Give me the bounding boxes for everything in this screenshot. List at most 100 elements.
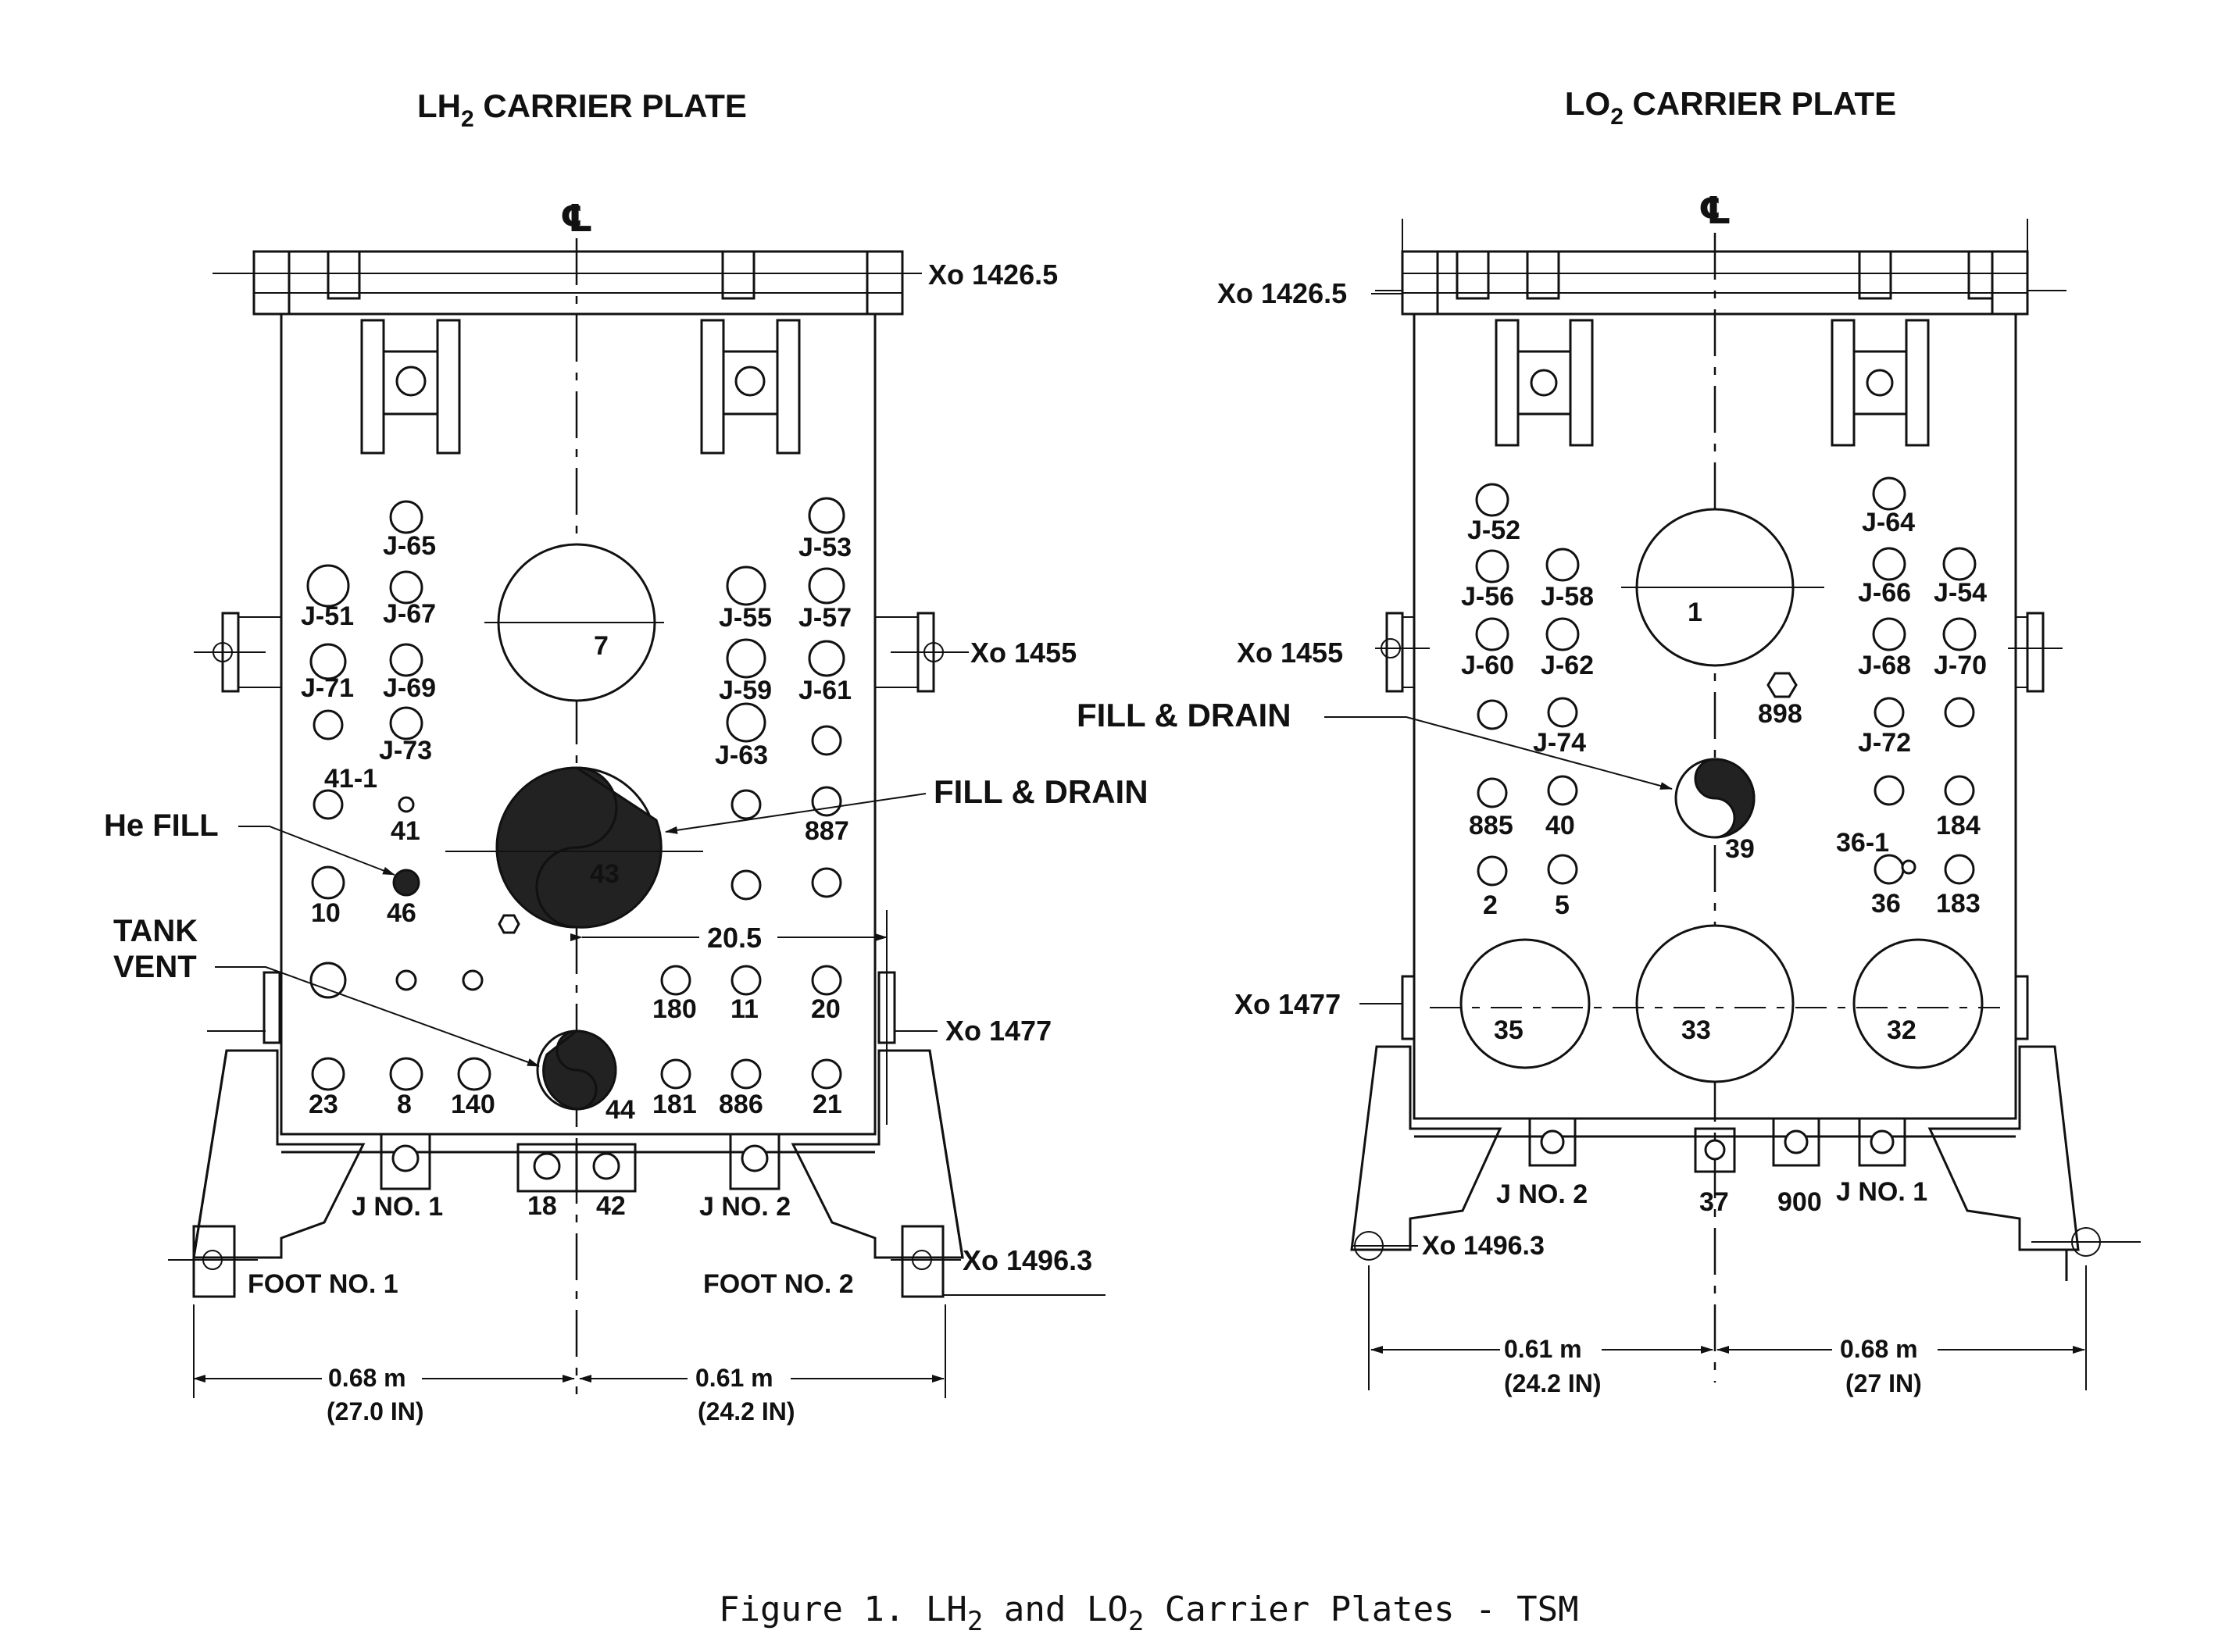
lo2-station-xo-1477: Xo 1477 [1234, 988, 1341, 1020]
port-label: 44 [605, 1095, 635, 1125]
lh2-label-foot-no-1: FOOT NO. 1 [248, 1269, 398, 1299]
lh2-title: LH2 CARRIER PLATE [417, 87, 747, 132]
port-label: 40 [1545, 811, 1575, 840]
port-label: 184 [1936, 811, 1981, 840]
port-label: 36-1 [1836, 828, 1889, 858]
connector-label: J-51 [301, 601, 354, 631]
port-label: 885 [1469, 811, 1513, 840]
port-label: 37 [1699, 1187, 1729, 1217]
port-label: 10 [311, 898, 341, 928]
lh2-callout-he-fill: He FILL [104, 808, 219, 843]
port-label: 41-1 [324, 764, 377, 794]
port-label: 42 [596, 1191, 626, 1221]
lh2-tank-vent-port-44 [536, 1029, 617, 1111]
port-label: 43 [590, 859, 620, 889]
lo2-port-35 [1459, 938, 1591, 1069]
port-label: 11 [730, 994, 759, 1024]
lh2-station-xo-1477: Xo 1477 [945, 1015, 1052, 1047]
connector-label: J-69 [383, 673, 436, 703]
lo2-port-32 [1852, 938, 1984, 1069]
lh2-fill-drain-port-43 [445, 766, 703, 929]
port-label: 35 [1494, 1015, 1524, 1045]
lh2-top-rail [252, 250, 904, 316]
port-label: 7 [594, 631, 609, 661]
lo2-port-labels: 1 898 39 885 40 2 5 36-1 36 184 183 35 3… [1469, 598, 1981, 1217]
connector-label: J-60 [1461, 651, 1514, 680]
connector-label: J-64 [1862, 508, 1915, 537]
lo2-holes [1475, 476, 1977, 887]
port-label: 140 [451, 1090, 495, 1119]
lh2-centerline-symbol: ℄ [559, 198, 593, 240]
port-label: 898 [1758, 699, 1802, 729]
connector-label: J-68 [1858, 651, 1911, 680]
lh2-bottom-tabs [380, 1133, 781, 1193]
connector-label: J-66 [1858, 578, 1911, 608]
connector-label: J-56 [1461, 582, 1514, 612]
port-label: 36 [1871, 889, 1901, 919]
lh2-plate: LH2 CARRIER PLATE ℄ [104, 87, 1148, 1425]
lo2-bottom-tabs [1528, 1117, 1906, 1173]
port-label: 21 [813, 1090, 842, 1119]
lo2-title: LO2 CARRIER PLATE [1565, 85, 1896, 130]
lo2-dim-metric-left: 0.61 m [1504, 1335, 1582, 1363]
lo2-lifting-lug-right [1831, 319, 1930, 447]
lo2-station-xo-1426-5: Xo 1426.5 [1217, 277, 1347, 309]
connector-label: J-72 [1858, 728, 1911, 758]
connector-label: J-62 [1541, 651, 1594, 680]
port-label: 46 [387, 898, 416, 928]
port-label: 20 [811, 994, 841, 1024]
lo2-station-xo-1455: Xo 1455 [1237, 637, 1343, 669]
lh2-label-j-no-1: J NO. 1 [352, 1192, 443, 1222]
lh2-lifting-lug-left [360, 319, 461, 455]
connector-label: J-73 [379, 736, 432, 765]
lh2-label-foot-no-2: FOOT NO. 2 [703, 1269, 854, 1299]
lh2-foot-2 [901, 1225, 945, 1298]
port-label: 5 [1555, 890, 1570, 920]
connector-label: J-70 [1934, 651, 1987, 680]
connector-label: J-58 [1541, 582, 1594, 612]
lh2-dim-imperial-left: (27.0 IN) [327, 1397, 423, 1425]
port-label: 33 [1681, 1015, 1711, 1045]
connector-label: J-63 [715, 740, 768, 770]
lh2-station-xo-1455: Xo 1455 [970, 637, 1077, 669]
port-label: 41 [391, 816, 420, 846]
lo2-plate: LO2 CARRIER PLATE ℄ [1077, 85, 2141, 1397]
lo2-port-33 [1635, 924, 1795, 1083]
lh2-plate-body [280, 312, 877, 1136]
port-label: 32 [1887, 1015, 1916, 1045]
port-label: 39 [1725, 834, 1755, 864]
lh2-station-xo-1426-5: Xo 1426.5 [928, 259, 1058, 291]
lh2-lifting-lug-right [700, 319, 801, 455]
lo2-callout-fill-drain: FILL & DRAIN [1077, 697, 1291, 733]
port-label: 23 [309, 1090, 338, 1119]
lo2-centerline-symbol: ℄ [1698, 191, 1731, 232]
lh2-holes [306, 497, 845, 1091]
port-label: 181 [652, 1090, 697, 1119]
lh2-foot-1 [192, 1225, 236, 1298]
lh2-dimension-20-5: 20.5 [707, 922, 762, 954]
port-label: 900 [1777, 1187, 1822, 1217]
port-label: 8 [397, 1090, 412, 1119]
lh2-port-labels: 7 43 44 41-1 41 10 46 887 180 11 20 23 8… [309, 631, 849, 1221]
connector-label: J-74 [1533, 728, 1586, 758]
lh2-dim-metric-left: 0.68 m [328, 1364, 406, 1392]
connector-label: J-55 [719, 603, 772, 633]
port-label: 887 [805, 816, 849, 846]
lo2-station-xo-1496-3: Xo 1496.3 [1422, 1231, 1545, 1261]
connector-label: J-59 [719, 676, 772, 705]
port-label: 183 [1936, 889, 1981, 919]
port-label: 2 [1483, 890, 1498, 920]
port-label: 180 [652, 994, 697, 1024]
lh2-connector-labels: J-65 J-51 J-67 J-71 J-69 J-73 J-53 J-55 … [301, 531, 852, 770]
lo2-connector-labels: J-52 J-56 J-58 J-60 J-62 J-74 J-64 J-66 … [1461, 508, 1987, 758]
lh2-label-j-no-2: J NO. 2 [699, 1192, 791, 1222]
connector-label: J-57 [798, 603, 852, 633]
connector-label: J-54 [1934, 578, 1987, 608]
connector-label: J-52 [1467, 516, 1520, 545]
connector-label: J-61 [798, 676, 852, 705]
lo2-label-j-no-1: J NO. 1 [1836, 1177, 1927, 1207]
lo2-dim-metric-right: 0.68 m [1840, 1335, 1918, 1363]
port-label: 1 [1688, 598, 1702, 627]
lh2-dim-imperial-right: (24.2 IN) [698, 1397, 795, 1425]
